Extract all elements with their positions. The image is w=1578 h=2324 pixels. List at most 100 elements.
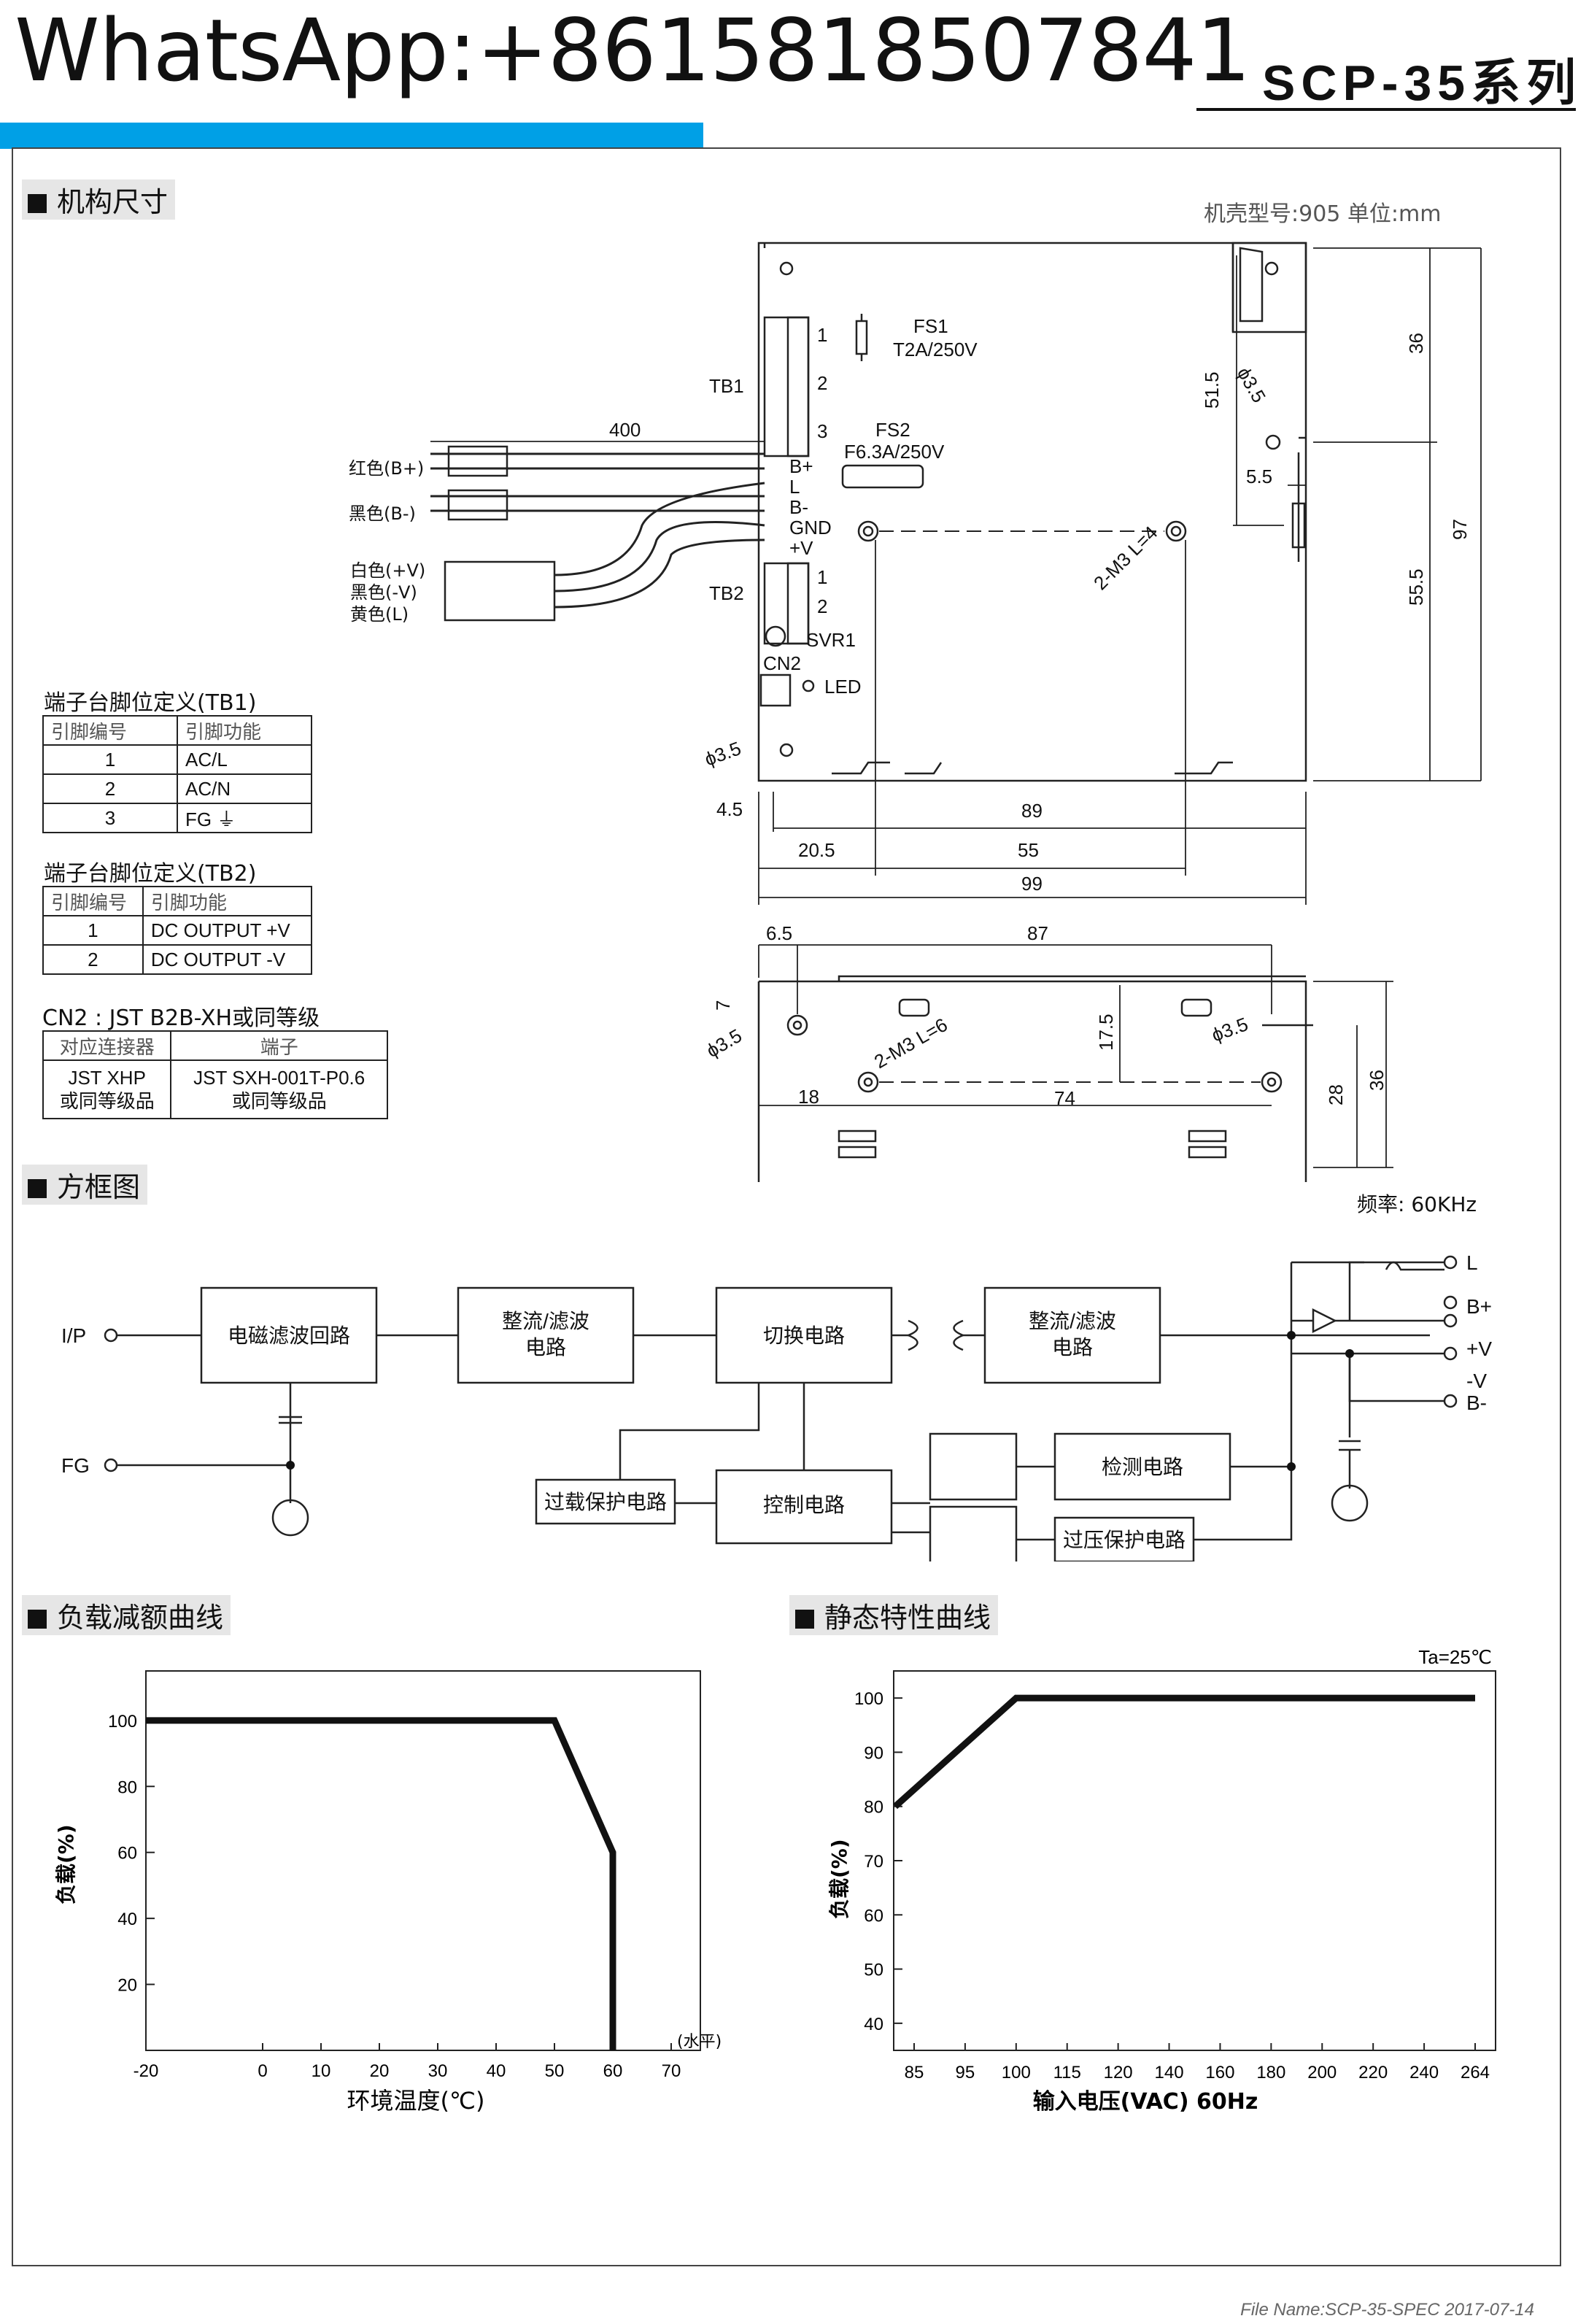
- static-ytick-label: 60: [864, 1906, 883, 1926]
- static-ytick-label: 80: [864, 1798, 883, 1818]
- tb1-row3-func: FG ⏚: [177, 803, 312, 833]
- tb2-block: [763, 562, 810, 645]
- tb2-label: TB2: [709, 582, 744, 604]
- cn2-connector: JST XHP: [68, 1067, 146, 1089]
- static-xtick-label: 264: [1461, 2063, 1490, 2082]
- static-curve: [892, 1694, 1475, 1810]
- tb1-row1-func: AC/L: [177, 744, 312, 775]
- derating-ytick-label: 80: [117, 1777, 137, 1797]
- tb2-row1-func: DC OUTPUT +V: [142, 915, 313, 946]
- svr1-pot: [765, 625, 786, 647]
- model-title: SCP-35系列: [1262, 55, 1578, 111]
- derating-xtick-label: -20: [134, 2061, 159, 2081]
- dim-17-5: 17.5: [1095, 1014, 1117, 1051]
- terminal-gnd: GND: [789, 517, 832, 538]
- fs1-label: FS1: [913, 315, 948, 337]
- olp-box: [535, 1478, 676, 1525]
- fs2-fuse: [841, 464, 924, 489]
- rect2-label-b: 电路: [1052, 1336, 1093, 1359]
- tb2-pin1: 1: [817, 566, 827, 588]
- svr1-label: SVR1: [806, 629, 856, 651]
- cn2-terminal: JST SXH-001T-P0.6: [193, 1067, 366, 1089]
- detect-label: 检测电路: [1102, 1456, 1183, 1478]
- cn2-header-terminal: 端子: [170, 1030, 388, 1061]
- section-block-diagram: 方框图: [22, 1165, 148, 1205]
- fs1-rating: T2A/250V: [893, 339, 978, 360]
- tb2-row2-func: DC OUTPUT -V: [142, 944, 313, 975]
- cn2-connector-body: [759, 673, 792, 707]
- tb1-block: [763, 316, 810, 458]
- footer-file-name: File Name:SCP-35-SPEC 2017-07-14: [1240, 2300, 1534, 2320]
- dim-55-5: 55.5: [1405, 568, 1427, 606]
- static-x-label: 输入电压(VAC) 60Hz: [1033, 2089, 1258, 2115]
- cn2-label: CN2: [763, 652, 801, 674]
- out-bminus-label: B-: [1466, 1391, 1487, 1414]
- dim-4-5: 4.5: [716, 798, 743, 820]
- derating-x-label: 环境温度(℃): [347, 2087, 485, 2115]
- static-annotation: Ta=25℃: [1418, 1646, 1492, 1668]
- derating-ytick-label: 60: [117, 1844, 137, 1864]
- cn2-terminal-equiv: 或同等级品: [231, 1090, 327, 1112]
- dim-89: 89: [1021, 800, 1043, 822]
- switch-label: 切换电路: [763, 1324, 845, 1347]
- fg-label: FG: [61, 1454, 90, 1477]
- length-400: 400: [609, 419, 641, 441]
- static-xtick-label: 240: [1409, 2063, 1439, 2082]
- derating-xtick-label: 10: [312, 2061, 331, 2081]
- dim-36-side: 36: [1366, 1070, 1388, 1091]
- dim-6-5: 6.5: [766, 922, 792, 944]
- section-mechanical-label: 机构尺寸: [57, 186, 169, 218]
- emi-label: 电磁滤波回路: [228, 1324, 350, 1347]
- m3-label-side: 2-M3 L=6: [870, 1014, 951, 1073]
- tb1-pin1: 1: [817, 324, 827, 346]
- terminal-bminus: B-: [789, 496, 808, 518]
- derating-xtick-label: 70: [662, 2061, 681, 2081]
- tb1-row1-no: 1: [42, 744, 178, 775]
- derating-xtick-label: 30: [428, 2061, 448, 2081]
- cn2-table-title: CN2 : JST B2B-XH或同等级: [42, 1005, 320, 1031]
- static-xtick-label: 140: [1155, 2063, 1184, 2082]
- tb1-label: TB1: [709, 375, 744, 397]
- static-xtick-label: 180: [1256, 2063, 1285, 2082]
- derating-xtick-label: 60: [603, 2061, 623, 2081]
- tb1-pin2: 2: [817, 372, 827, 394]
- static-y-label: 负载(%): [827, 1839, 851, 1919]
- static-xtick-label: 95: [956, 2063, 975, 2082]
- dim-74: 74: [1054, 1087, 1075, 1109]
- wire-yellow-label: 黄色(L): [350, 604, 409, 625]
- tb2-header-no: 引脚编号: [42, 886, 144, 916]
- cn2-header-connector: 对应连接器: [42, 1030, 172, 1061]
- led-indicator: [802, 679, 815, 692]
- static-ytick-label: 40: [864, 2015, 883, 2034]
- mechanical-drawing: FS1 T2A/250V FS2 F6.3A/250V TB1 TB2 1 2 …: [349, 242, 1482, 1182]
- static-xtick-label: 220: [1358, 2063, 1388, 2082]
- dim-87: 87: [1027, 922, 1048, 944]
- side-view-outline: [757, 980, 1307, 1182]
- tb2-pin2: 2: [817, 595, 827, 617]
- red-lug: [447, 445, 508, 477]
- dim-20-5: 20.5: [798, 839, 835, 861]
- derating-ytick-label: 100: [108, 1712, 137, 1732]
- terminal-v: +V: [789, 537, 813, 559]
- ovp-label: 过压保护电路: [1063, 1529, 1186, 1551]
- tb1-row2-no: 2: [42, 773, 178, 804]
- output-connector: [444, 560, 556, 622]
- out-minusv-label: -V: [1466, 1370, 1487, 1392]
- static-xtick-label: 160: [1205, 2063, 1234, 2082]
- static-ytick-label: 100: [854, 1689, 883, 1709]
- title-underline: [1196, 108, 1576, 111]
- wire-black2-label: 黑色(-V): [350, 582, 417, 603]
- case-note: 机壳型号:905 单位:mm: [1204, 201, 1442, 227]
- rectifier-box-2: [983, 1286, 1161, 1384]
- derating-xtick-label: 50: [545, 2061, 565, 2081]
- section-static: 静态特性曲线: [789, 1595, 999, 1635]
- static-xtick-label: 120: [1104, 2063, 1133, 2082]
- static-xtick-label: 100: [1002, 2063, 1031, 2082]
- out-v-label: +V: [1466, 1337, 1492, 1360]
